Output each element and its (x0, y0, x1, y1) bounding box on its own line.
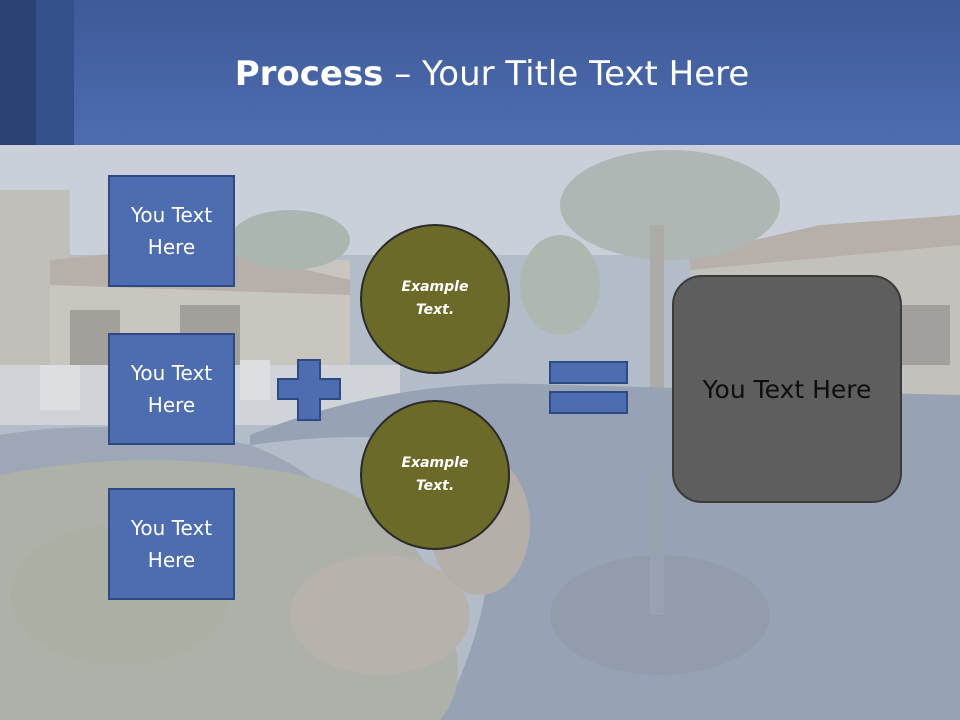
text-box-1: You Text Here (108, 175, 235, 287)
example-circle-2-label: Example Text. (401, 455, 469, 494)
equals-icon (549, 361, 628, 414)
title-rest: – Your Title Text Here (383, 54, 750, 94)
header-band: Process – Your Title Text Here (0, 0, 960, 145)
result-box: You Text Here (672, 275, 902, 503)
example-circle-1-label: Example Text. (401, 279, 469, 318)
example-circle-2: Example Text. (360, 400, 510, 550)
text-box-3-label: You Text Here (130, 516, 213, 572)
example-circle-1: Example Text. (360, 224, 510, 374)
text-box-3: You Text Here (108, 488, 235, 600)
slide-title: Process – Your Title Text Here (0, 52, 960, 96)
text-box-2-label: You Text Here (130, 361, 213, 417)
header-corner-dark (0, 0, 36, 145)
text-box-1-label: You Text Here (130, 203, 213, 259)
title-bold: Process (234, 54, 384, 94)
text-box-2: You Text Here (108, 333, 235, 445)
result-box-label: You Text Here (702, 374, 872, 404)
header-corner-mid (36, 0, 74, 145)
plus-icon (277, 359, 341, 421)
